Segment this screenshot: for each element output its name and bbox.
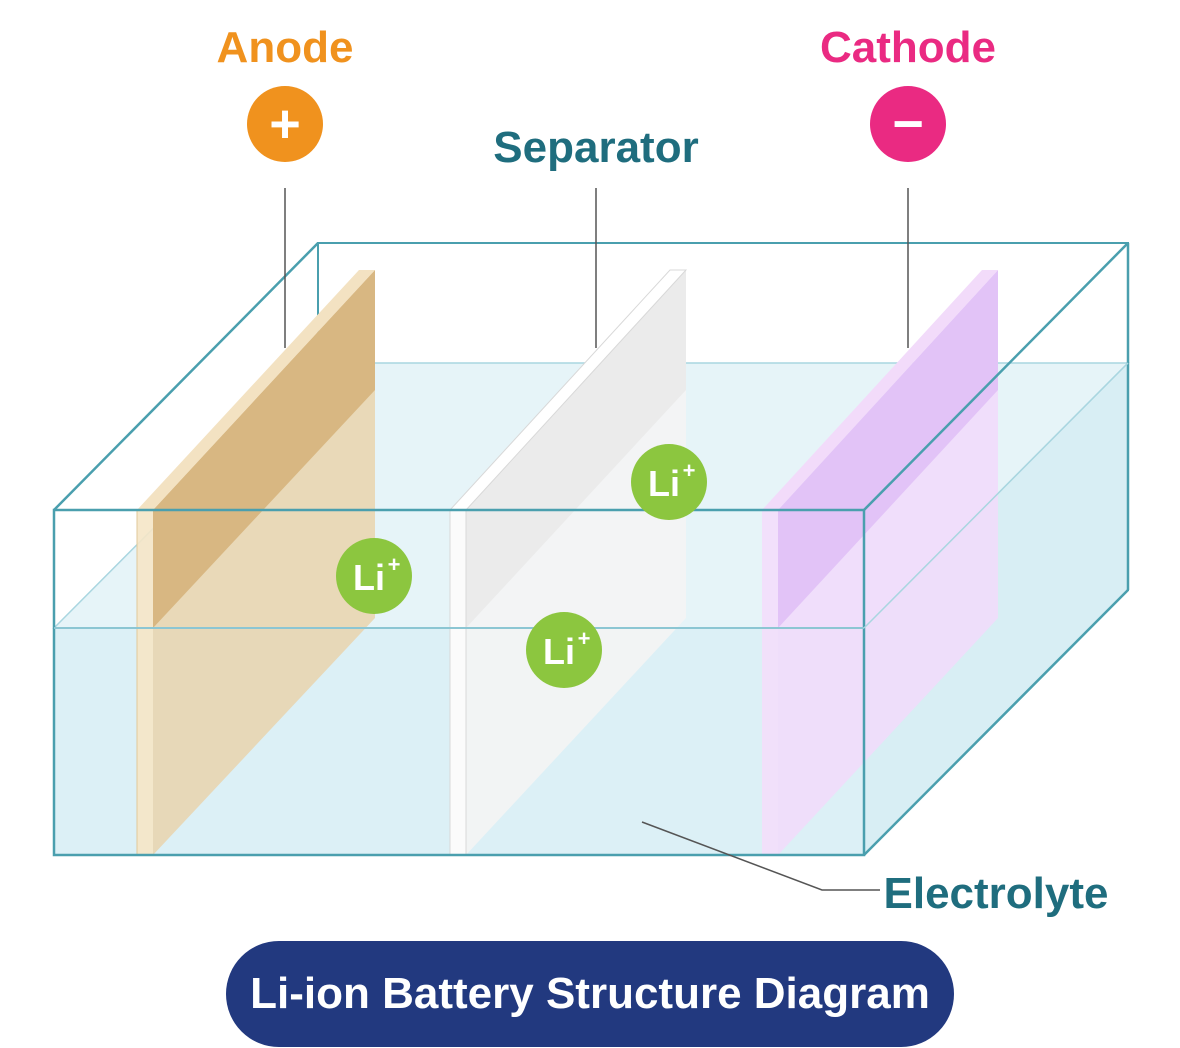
anode-sign-icon [247, 86, 323, 162]
container-front [52, 242, 1130, 857]
electrolyte-leader-line [641, 821, 880, 891]
title-banner: Li-ion Battery Structure Diagram [226, 941, 954, 1047]
li-ion-2: Li + [336, 538, 412, 614]
ion-charge: + [388, 552, 401, 577]
cathode-plate [762, 270, 998, 855]
ion-symbol: Li [648, 463, 680, 504]
separator-label: Separator [493, 123, 698, 172]
ion-symbol: Li [353, 557, 385, 598]
ion-charge: + [578, 626, 591, 651]
liquid-line-side [863, 362, 1129, 629]
ion-charge: + [683, 458, 696, 483]
cathode-sign-icon [870, 86, 946, 162]
plus-icon: + [269, 94, 301, 154]
anode-plate [136, 270, 375, 855]
li-ion-3: Li + [526, 612, 602, 688]
li-ion-1: Li + [631, 444, 707, 520]
separator-plate [448, 269, 688, 856]
electrolyte-label: Electrolyte [884, 869, 1109, 918]
anode-label: Anode [217, 23, 354, 72]
ion-symbol: Li [543, 631, 575, 672]
cathode-label: Cathode [820, 23, 996, 72]
minus-icon: − [892, 94, 924, 154]
diagram-title: Li-ion Battery Structure Diagram [250, 969, 930, 1018]
